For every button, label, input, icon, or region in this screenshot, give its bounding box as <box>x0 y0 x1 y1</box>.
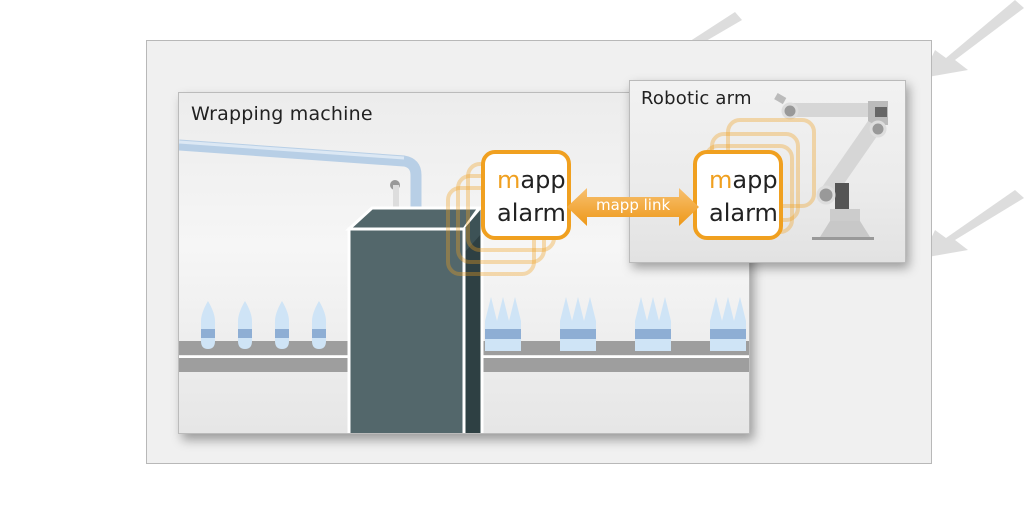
mapp-alarm-robot: mapp alarm <box>693 150 783 240</box>
arrow-icon <box>922 0 1024 78</box>
robotic-arm-title: Robotic arm <box>641 88 752 109</box>
bottle-packs <box>485 297 746 351</box>
wrapping-machine-box <box>345 206 484 433</box>
conveyor <box>179 341 349 355</box>
wrapping-machine-title: Wrapping machine <box>191 103 373 125</box>
robotic-arm-illustration <box>774 93 888 240</box>
mapp-link-label: mapp link <box>596 196 671 214</box>
wrapping-machine-illustration <box>179 139 749 433</box>
mapp-link-arrow <box>567 188 699 226</box>
bottles <box>201 301 326 349</box>
robot-icon <box>774 93 888 240</box>
mapp-alarm-wrapping: mapp alarm <box>481 150 571 240</box>
arrow-icon <box>922 190 1024 258</box>
conveyor <box>464 341 749 355</box>
pipe <box>179 139 422 221</box>
